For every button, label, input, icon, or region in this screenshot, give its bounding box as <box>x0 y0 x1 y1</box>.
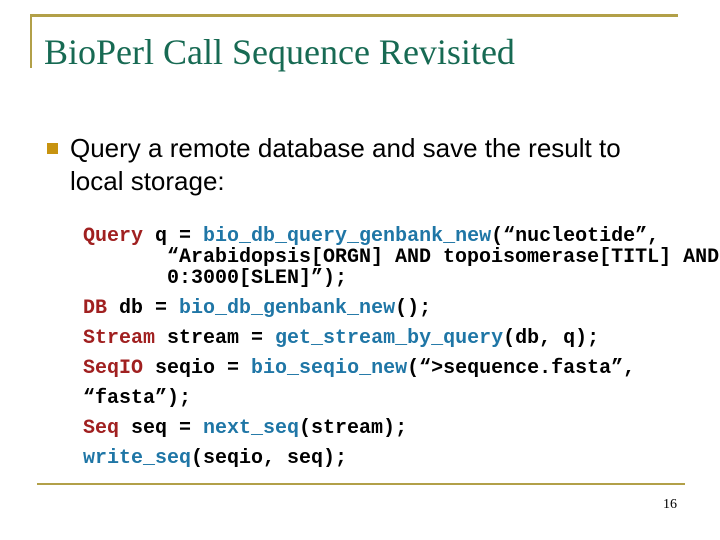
code-segment-function: bio_db_query_genbank_new <box>203 225 492 248</box>
code-line: 0:3000[SLEN]”); <box>83 268 719 289</box>
code-segment-plain: (“>sequence.fasta”, <box>407 357 636 380</box>
code-segment-plain: 0:3000[SLEN]”); <box>167 267 348 290</box>
code-segment-keyword: SeqIO <box>83 357 144 380</box>
page-number: 16 <box>663 497 677 512</box>
code-segment-function: bio_seqio_new <box>251 357 408 380</box>
code-line: Stream stream = get_stream_by_query(db, … <box>83 328 719 349</box>
title-accent-line <box>30 14 32 68</box>
code-segment-plain: (db, q); <box>503 327 600 350</box>
code-segment-function: get_stream_by_query <box>275 327 504 350</box>
code-segment-plain: (“nucleotide”, <box>491 225 660 248</box>
slide-title: BioPerl Call Sequence Revisited <box>44 32 515 72</box>
code-block: Query q = bio_db_query_genbank_new(“nucl… <box>83 226 719 469</box>
code-segment-plain: (); <box>395 297 432 320</box>
code-line: SeqIO seqio = bio_seqio_new(“>sequence.f… <box>83 358 719 379</box>
code-segment-plain: db = <box>107 297 180 320</box>
code-segment-plain: stream = <box>155 327 276 350</box>
code-segment-keyword: Query <box>83 225 144 248</box>
code-segment-plain: seqio = <box>143 357 252 380</box>
code-segment-plain: seq = <box>119 417 204 440</box>
code-segment-plain: “fasta”); <box>83 387 192 410</box>
code-segment-plain: (stream); <box>299 417 408 440</box>
code-segment-plain: q = <box>143 225 204 248</box>
code-line: Seq seq = next_seq(stream); <box>83 418 719 439</box>
code-segment-function: write_seq <box>83 447 192 470</box>
code-line: “fasta”); <box>83 388 719 409</box>
top-accent-line <box>30 14 678 17</box>
bullet-text: Query a remote database and save the res… <box>70 133 621 196</box>
code-line: Query q = bio_db_query_genbank_new(“nucl… <box>83 226 719 247</box>
square-bullet-icon <box>47 143 58 154</box>
code-line: “Arabidopsis[ORGN] AND topoisomerase[TIT… <box>83 247 719 268</box>
code-segment-function: bio_db_genbank_new <box>179 297 396 320</box>
code-segment-keyword: Seq <box>83 417 120 440</box>
code-segment-keyword: Stream <box>83 327 156 350</box>
bottom-accent-line <box>37 483 685 485</box>
code-segment-function: next_seq <box>203 417 300 440</box>
code-line: DB db = bio_db_genbank_new(); <box>83 298 719 319</box>
bullet-item: Query a remote database and save the res… <box>47 132 655 198</box>
code-segment-keyword: DB <box>83 297 108 320</box>
code-segment-plain: “Arabidopsis[ORGN] AND topoisomerase[TIT… <box>167 246 720 269</box>
code-line: write_seq(seqio, seq); <box>83 448 719 469</box>
code-segment-plain: (seqio, seq); <box>191 447 348 470</box>
